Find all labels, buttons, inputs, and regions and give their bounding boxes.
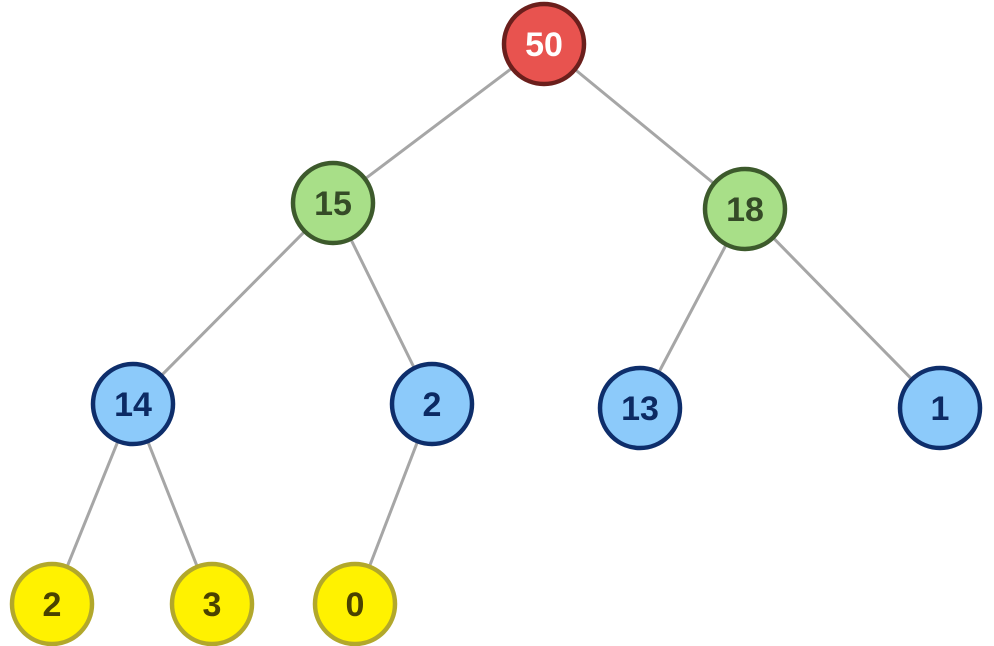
tree-node-circle	[389, 361, 475, 447]
tree-node-circle	[702, 166, 788, 252]
tree-edge	[573, 68, 716, 185]
tree-nodes: 50 15 18 14 2 13 1 2 3 0	[9, 1, 983, 646]
tree-node-circle	[169, 561, 255, 646]
tree-node: 15	[290, 160, 376, 246]
tree-edge	[146, 440, 199, 568]
tree-node-circle	[290, 160, 376, 246]
tree-node-label: 2	[423, 386, 442, 424]
tree-node-circle	[312, 561, 398, 646]
tree-edge	[367, 440, 420, 568]
tree-node-label: 18	[726, 191, 764, 229]
tree-node-label: 50	[525, 26, 563, 64]
tree-node: 1	[897, 365, 983, 451]
tree-node: 14	[90, 361, 176, 447]
tree-node: 2	[9, 561, 95, 646]
tree-node-label: 3	[203, 586, 222, 624]
tree-node: 3	[169, 561, 255, 646]
tree-node-circle	[9, 561, 95, 646]
tree-node-label: 13	[621, 390, 659, 428]
tree-node: 13	[597, 365, 683, 451]
tree-node-label: 14	[114, 386, 152, 424]
tree-edge	[65, 440, 120, 568]
tree-edge	[349, 238, 416, 369]
tree-node-label: 15	[314, 185, 352, 223]
tree-node-circle	[501, 1, 587, 87]
tree-node-circle	[90, 361, 176, 447]
tree-node-circle	[597, 365, 683, 451]
tree-node-label: 1	[931, 390, 950, 428]
tree-node: 2	[389, 361, 475, 447]
tree-node: 0	[312, 561, 398, 646]
tree-node: 50	[501, 1, 587, 87]
tree-node-circle	[897, 365, 983, 451]
tree-node-label: 0	[346, 586, 365, 624]
tree-edges	[65, 66, 914, 568]
tree-node: 18	[702, 166, 788, 252]
tree-node-label: 2	[43, 586, 62, 624]
tree-edge	[364, 66, 513, 181]
tree-edge	[160, 230, 306, 377]
tree-edge	[657, 243, 728, 374]
tree-edge	[771, 236, 914, 381]
